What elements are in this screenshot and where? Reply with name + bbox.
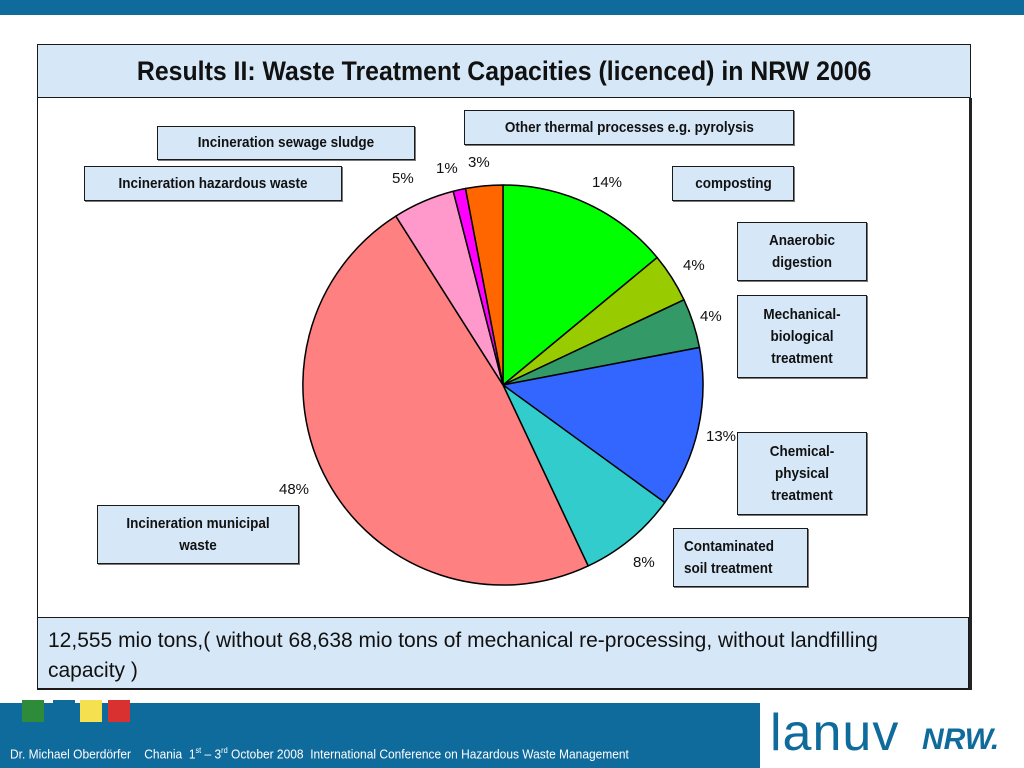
pie-slice-chemical-physical-treatment bbox=[502, 346, 704, 504]
pct-mechanical: 4% bbox=[700, 308, 722, 325]
footer-place: Chania bbox=[144, 746, 183, 762]
label-incineration-municipal: Incineration municipal waste bbox=[97, 505, 299, 564]
label-composting: composting bbox=[672, 166, 794, 201]
top-bar bbox=[0, 0, 1024, 15]
frame-shadow bbox=[969, 98, 972, 690]
footer-author: Dr. Michael Oberdörfer bbox=[10, 746, 131, 762]
pct-contaminated: 8% bbox=[633, 554, 655, 571]
pie-chart bbox=[302, 184, 704, 586]
footer-square-blue bbox=[53, 700, 75, 722]
label-incineration-sewage-sludge: Incineration sewage sludge bbox=[157, 126, 415, 160]
pie-slice-other-thermal-processes-e-g-pyrolysis bbox=[464, 184, 504, 386]
pie-slice-incineration-municipal-waste bbox=[302, 215, 589, 586]
slide-title: Results II: Waste Treatment Capacities (… bbox=[136, 55, 872, 86]
lanuv-logo: lanuv bbox=[770, 704, 900, 762]
label-incineration-hazardous: Incineration hazardous waste bbox=[84, 166, 342, 201]
footer-square-yellow bbox=[80, 700, 102, 722]
footer-date-start: 1 bbox=[188, 746, 196, 762]
pie-slice-composting bbox=[502, 184, 658, 386]
logo-background bbox=[760, 703, 1024, 768]
capacity-note: 12,555 mio tons,( without 68,638 mio ton… bbox=[37, 617, 969, 689]
pct-composting: 14% bbox=[592, 174, 623, 191]
pct-incineration-sewage: 1% bbox=[436, 160, 458, 177]
label-contaminated-soil: Contaminated soil treatment bbox=[673, 528, 808, 587]
footer-square-red bbox=[108, 700, 130, 722]
capacity-note-text: 12,555 mio tons,( without 68,638 mio ton… bbox=[48, 629, 878, 682]
label-mechanical-biological: Mechanical-biological treatment bbox=[737, 295, 867, 378]
label-chemical-physical: Chemical-physical treatment bbox=[737, 432, 867, 515]
pct-incineration-municipal: 48% bbox=[279, 481, 310, 498]
label-other-thermal: Other thermal processes e.g. pyrolysis bbox=[464, 110, 794, 145]
pie-slice-contaminated-soil-treatment bbox=[502, 384, 666, 567]
pct-chemical: 13% bbox=[706, 428, 737, 445]
label-anaerobic-digestion: Anaerobic digestion bbox=[737, 222, 867, 281]
footer-conference: International Conference on Hazardous Wa… bbox=[310, 746, 629, 762]
nrw-logo: NRW. bbox=[922, 723, 1000, 756]
title-box: Results II: Waste Treatment Capacities (… bbox=[37, 44, 971, 98]
footer-square-green bbox=[22, 700, 44, 722]
pct-incineration-hazardous: 5% bbox=[392, 170, 414, 187]
pct-other-thermal: 3% bbox=[468, 154, 490, 171]
footer-text: Dr. Michael Oberdörfer Chania 1st – 3rd … bbox=[10, 746, 629, 762]
pct-anaerobic: 4% bbox=[683, 257, 705, 274]
